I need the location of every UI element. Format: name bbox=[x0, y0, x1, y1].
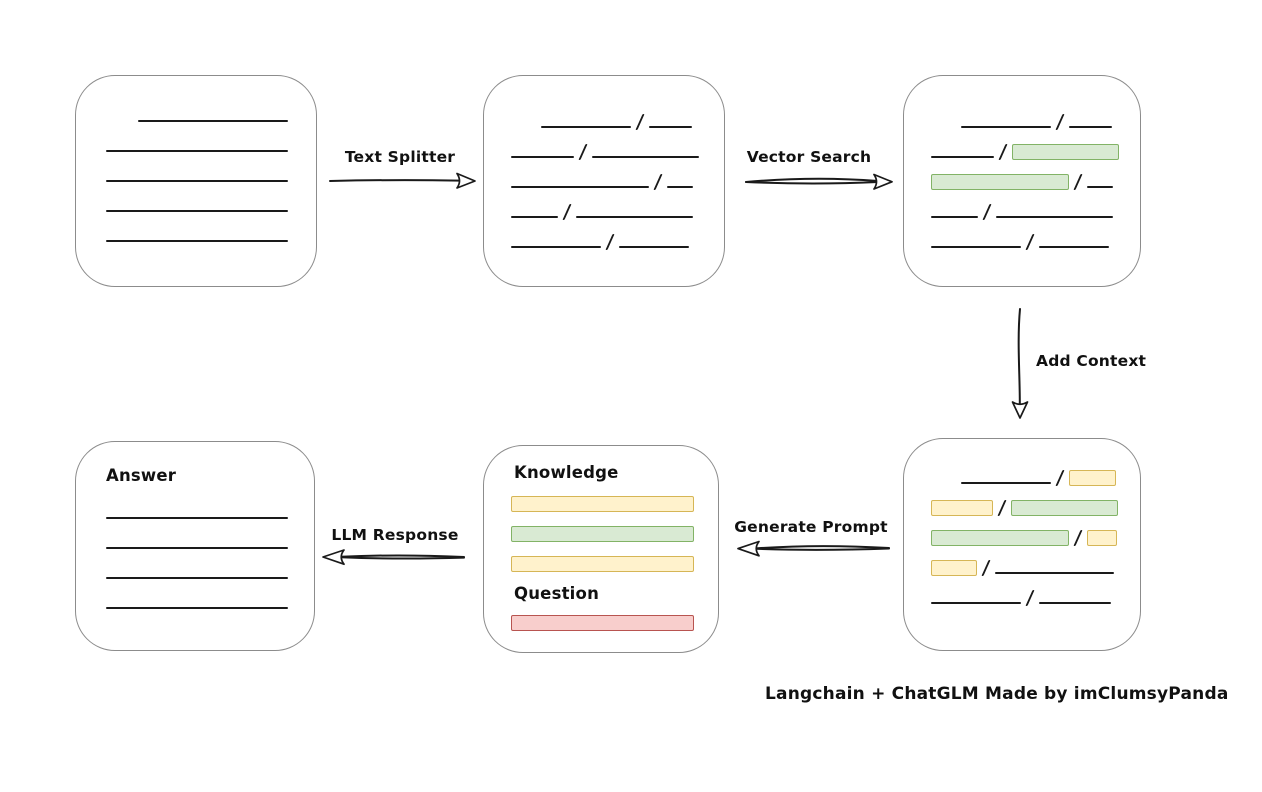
text-line-segment bbox=[138, 120, 288, 122]
green-chunk-segment bbox=[1011, 500, 1119, 516]
chunk-row bbox=[76, 122, 316, 152]
chunk-separator-slash bbox=[1025, 590, 1035, 606]
text-line-segment bbox=[511, 156, 574, 158]
chunk-row bbox=[76, 489, 314, 519]
text-line-segment bbox=[931, 602, 1021, 604]
text-line-segment bbox=[106, 547, 288, 549]
chunk-row bbox=[904, 188, 1140, 220]
matched-chunks-box bbox=[903, 75, 1141, 287]
chunk-row bbox=[484, 158, 724, 190]
text-line-segment bbox=[106, 517, 288, 519]
chunk-row bbox=[904, 158, 1140, 190]
split-chunks-box bbox=[483, 75, 725, 287]
matched-chunks-lines bbox=[904, 76, 1140, 250]
text-line-segment bbox=[619, 246, 690, 248]
prompt-box: Knowledge Question bbox=[483, 445, 719, 653]
chunk-row bbox=[904, 514, 1140, 546]
yellow-chunk-segment bbox=[1087, 530, 1118, 546]
answer-box: Answer bbox=[75, 441, 315, 651]
chunk-separator-slash bbox=[1025, 234, 1035, 250]
text-line-segment bbox=[106, 577, 288, 579]
yellow-chunk-segment bbox=[931, 500, 993, 516]
text-line-segment bbox=[649, 126, 693, 128]
text-line-segment bbox=[106, 150, 288, 152]
chunk-row bbox=[904, 98, 1140, 130]
document-box bbox=[75, 75, 317, 287]
text-line-segment bbox=[961, 126, 1051, 128]
chunk-row bbox=[484, 98, 724, 130]
yellow-prompt-bar bbox=[511, 556, 694, 572]
text-line-segment bbox=[931, 216, 978, 218]
context-chunks-box bbox=[903, 438, 1141, 651]
yellow-chunk-segment bbox=[931, 560, 977, 576]
question-label: Question bbox=[514, 584, 600, 603]
document-lines bbox=[76, 76, 316, 242]
text-splitter-label: Text Splitter bbox=[344, 148, 456, 166]
vector-search-label: Vector Search bbox=[746, 148, 872, 166]
yellow-prompt-bar bbox=[511, 496, 694, 512]
text-line-segment bbox=[541, 126, 631, 128]
chunk-row bbox=[76, 212, 316, 242]
text-splitter-arrow bbox=[329, 172, 476, 189]
chunk-row bbox=[904, 484, 1140, 516]
text-line-segment bbox=[106, 607, 288, 609]
text-line-segment bbox=[931, 156, 994, 158]
text-line-segment bbox=[106, 180, 288, 182]
diagram-caption: Langchain + ChatGLM Made by imClumsyPand… bbox=[765, 684, 1229, 704]
green-prompt-bar bbox=[511, 526, 694, 542]
text-line-segment bbox=[996, 216, 1114, 218]
chunk-row bbox=[484, 188, 724, 220]
add-context-arrow bbox=[1011, 308, 1029, 419]
generate-prompt-label: Generate Prompt bbox=[734, 518, 888, 536]
chunk-row bbox=[904, 218, 1140, 250]
text-line-segment bbox=[106, 240, 288, 242]
chunk-row bbox=[484, 218, 724, 250]
chunk-row bbox=[484, 128, 724, 160]
chunk-row bbox=[76, 92, 316, 122]
llm-response-arrow bbox=[322, 549, 465, 566]
chunk-row bbox=[904, 544, 1140, 576]
chunk-row bbox=[904, 128, 1140, 160]
context-chunks-lines bbox=[904, 439, 1140, 606]
answer-label: Answer bbox=[106, 466, 177, 485]
chunk-row bbox=[904, 574, 1140, 606]
chunk-separator-slash bbox=[605, 234, 615, 250]
green-chunk-segment bbox=[1012, 144, 1120, 160]
text-line-segment bbox=[511, 246, 601, 248]
text-line-segment bbox=[511, 186, 649, 188]
red-prompt-bar bbox=[511, 615, 694, 631]
text-line-segment bbox=[511, 216, 558, 218]
chunk-row bbox=[904, 454, 1140, 486]
chunk-row bbox=[76, 579, 314, 609]
text-line-segment bbox=[106, 210, 288, 212]
answer-lines bbox=[76, 442, 314, 609]
text-line-segment bbox=[1087, 186, 1114, 188]
text-line-segment bbox=[667, 186, 694, 188]
split-chunks-lines bbox=[484, 76, 724, 250]
text-line-segment bbox=[1069, 126, 1113, 128]
chunk-row bbox=[76, 519, 314, 549]
text-line-segment bbox=[931, 246, 1021, 248]
chunk-row bbox=[76, 549, 314, 579]
text-line-segment bbox=[995, 572, 1115, 574]
vector-search-arrow bbox=[745, 173, 893, 190]
generate-prompt-arrow bbox=[737, 540, 890, 557]
llm-response-label: LLM Response bbox=[331, 526, 459, 544]
text-line-segment bbox=[961, 482, 1051, 484]
green-chunk-segment bbox=[931, 530, 1069, 546]
knowledge-label: Knowledge bbox=[514, 463, 619, 482]
chunk-row bbox=[76, 182, 316, 212]
text-line-segment bbox=[592, 156, 700, 158]
text-line-segment bbox=[576, 216, 694, 218]
add-context-label: Add Context bbox=[1036, 352, 1147, 370]
text-line-segment bbox=[1039, 246, 1110, 248]
text-line-segment bbox=[1039, 602, 1112, 604]
yellow-chunk-segment bbox=[1069, 470, 1117, 486]
green-chunk-segment bbox=[931, 174, 1069, 190]
chunk-row bbox=[76, 152, 316, 182]
